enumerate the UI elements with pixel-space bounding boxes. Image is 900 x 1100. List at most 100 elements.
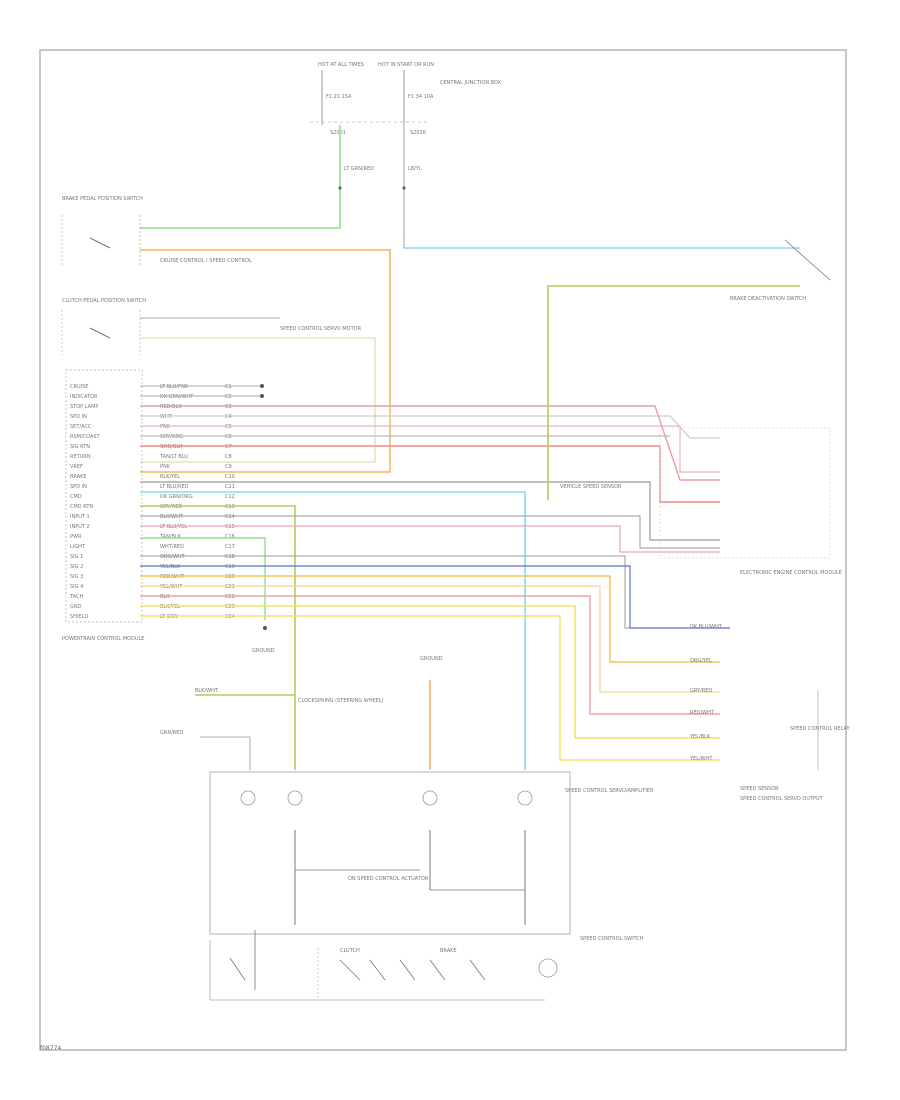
wire-color-label: PNK <box>160 464 171 470</box>
connector-pin-label: INPUT 1 <box>70 514 90 520</box>
wire-tan-clutch <box>140 337 376 463</box>
clutch-label: CLUTCH <box>340 948 360 954</box>
wire-circuit-label: C14 <box>225 514 235 520</box>
wire-circuit-label: C2 <box>225 394 232 400</box>
connector-pin-label: SET/ACC <box>70 424 92 430</box>
connector-pin-label: PWR <box>70 534 82 540</box>
brake-switch-label: BRAKE PEDAL POSITION SWITCH <box>62 196 143 202</box>
wire-circuit-label: C8 <box>225 454 232 460</box>
wire-yellow-green-top <box>547 285 800 500</box>
speed-control-switch: SPEED CONTROL SWITCH CLUTCH BRAKE <box>209 930 644 1001</box>
wire-circuit-label: C23 <box>225 604 235 610</box>
servo-module-box <box>209 771 571 935</box>
wire-gray-2 <box>140 515 720 549</box>
ground-bottom-label: GROUND <box>420 656 443 662</box>
wire-blk-yel <box>140 481 720 541</box>
pcm-box <box>65 369 143 623</box>
brake-deactivation-label: BRAKE DEACTIVATION SWITCH <box>730 296 806 302</box>
clutch-switch-label: CLUTCH PEDAL POSITION SWITCH <box>62 298 146 304</box>
right-wire-label: YEL/WHT <box>689 756 713 762</box>
connector-pin-label: SIG 3 <box>70 574 83 580</box>
ecm-label: ELECTRONIC ENGINE CONTROL MODULE <box>740 570 842 576</box>
fuse-left-label: F1.21 15A <box>326 94 352 100</box>
relay-label: SPEED CONTROL RELAY <box>790 726 851 732</box>
wire-circuit-label: C20 <box>225 574 235 580</box>
right-wire-label: ORG/YEL <box>690 658 712 664</box>
cruise-splice-label: CRUISE CONTROL / SPEED CONTROL <box>160 258 252 264</box>
wire-color-label: YEL/WHT <box>159 584 183 590</box>
connector-pin-label: VREF <box>70 464 83 470</box>
right-wire-label: RED/WHT <box>690 710 715 716</box>
wire-color-label: WHT <box>160 414 173 420</box>
wire-color-label: LT BLU/YEL <box>160 524 187 530</box>
wire-green-servo <box>140 505 296 770</box>
wire-color-label: DK GRN/WHT <box>160 394 194 400</box>
wire-circuit-label: C5 <box>225 424 232 430</box>
right-components: BRAKE DEACTIVATION SWITCH VEHICLE SPEED … <box>560 239 851 802</box>
connector-pin-label: CMD RTN <box>70 504 93 510</box>
wire-color-label: TAN/LT BLU <box>159 454 188 460</box>
wire-circuit-label: C13 <box>225 504 235 510</box>
brake-switch-block: BRAKE PEDAL POSITION SWITCH CRUISE CONTR… <box>61 196 391 473</box>
wire-color-label: YEL/BLK <box>159 564 181 570</box>
connector-pin-label: STOP LAMP <box>70 404 98 410</box>
power-feed-section: HOT AT ALL TIMES HOT IN START OR RUN CEN… <box>140 62 800 249</box>
footer-code: f08774 <box>40 1045 61 1052</box>
connector-pin-label: SIG 1 <box>70 554 83 560</box>
wire-circuit-label: C19 <box>225 564 235 570</box>
wire-color-label: RED/BLK <box>160 404 182 410</box>
wire-circuit-label: C18 <box>225 554 235 560</box>
wire-pink <box>140 425 720 473</box>
wire-circuit-label: C12 <box>225 494 235 500</box>
wire-circuit-label: C15 <box>225 524 235 530</box>
connector-pin-label: SHIELD <box>70 614 88 620</box>
connector-pin-label: SPD IN <box>70 484 87 490</box>
wire-cyan <box>140 491 526 770</box>
wire-yellow-3 <box>140 605 720 739</box>
wire-left-label: LT GRN/RED <box>344 166 374 172</box>
connector-pin-label: INDICATOR <box>70 394 98 400</box>
servo-wire-b-label: GRN/RED <box>160 730 183 736</box>
wire-circuit-label: C9 <box>225 464 232 470</box>
pcm-label: POWERTRAIN CONTROL MODULE <box>62 636 144 642</box>
connector-pin-label: LIGHT <box>70 544 86 550</box>
ground-label: GROUND <box>252 648 275 654</box>
wire-blue <box>140 565 730 629</box>
connector-pin-label: GND <box>70 604 82 610</box>
sensor-label: SPEED SENSOR <box>740 786 779 792</box>
wire-circuit-label: C10 <box>225 474 235 480</box>
connector-pin-label: TACH <box>69 594 83 600</box>
wire-right-label: LB/YL <box>408 166 422 172</box>
wire-circuit-label: C7 <box>225 444 232 450</box>
wire-circuit-label: C4 <box>225 414 232 420</box>
speed-sensor-label: VEHICLE SPEED SENSOR <box>560 484 622 490</box>
connector-pin-label: RSM/COAST <box>70 434 101 440</box>
diagram-frame <box>39 49 847 1051</box>
servo-module: SPEED CONTROL SERVO/AMPLIFIER ON SPEED C… <box>160 656 654 935</box>
wire-circuit-label: C6 <box>225 434 232 440</box>
wire-color-label: ORG/WHT <box>160 554 186 560</box>
right-wire-label: YEL/BLK <box>689 734 711 740</box>
wire-color-label: GRY/ORG <box>160 434 183 440</box>
wire-lt-grn-2 <box>140 537 266 620</box>
servo-module-label: SPEED CONTROL SERVO/AMPLIFIER <box>565 788 654 794</box>
connector-pin-label: CMD <box>70 494 82 500</box>
connector-pin-label: BRAKE <box>70 474 87 480</box>
wire-lt-grn-red <box>140 125 341 229</box>
wire-circuit-label: C21 <box>225 584 235 590</box>
wire-circuit-label: C11 <box>225 484 235 490</box>
wire-color-label: LT BLU/PNK <box>160 384 189 390</box>
junction-box-label: CENTRAL JUNCTION BOX <box>440 80 502 86</box>
wire-color-label: TAN/BLK <box>159 534 182 540</box>
wire-circuit-label: C17 <box>225 544 235 550</box>
wire-color-label: BLK/WHT <box>160 514 184 520</box>
wire-orange-brake <box>140 249 391 473</box>
wire-color-label: LT BLU/RED <box>160 484 189 490</box>
splice-left-label: S2001 <box>330 130 346 136</box>
fuse-right-label: F1.34 10A <box>408 94 434 100</box>
connector-pin-label: SIG 4 <box>70 584 83 590</box>
wire-lb-yl <box>403 125 800 249</box>
connector-pin-label: SIG 2 <box>70 564 83 570</box>
hot-in-start-run-label: HOT IN START OR RUN <box>378 62 434 68</box>
